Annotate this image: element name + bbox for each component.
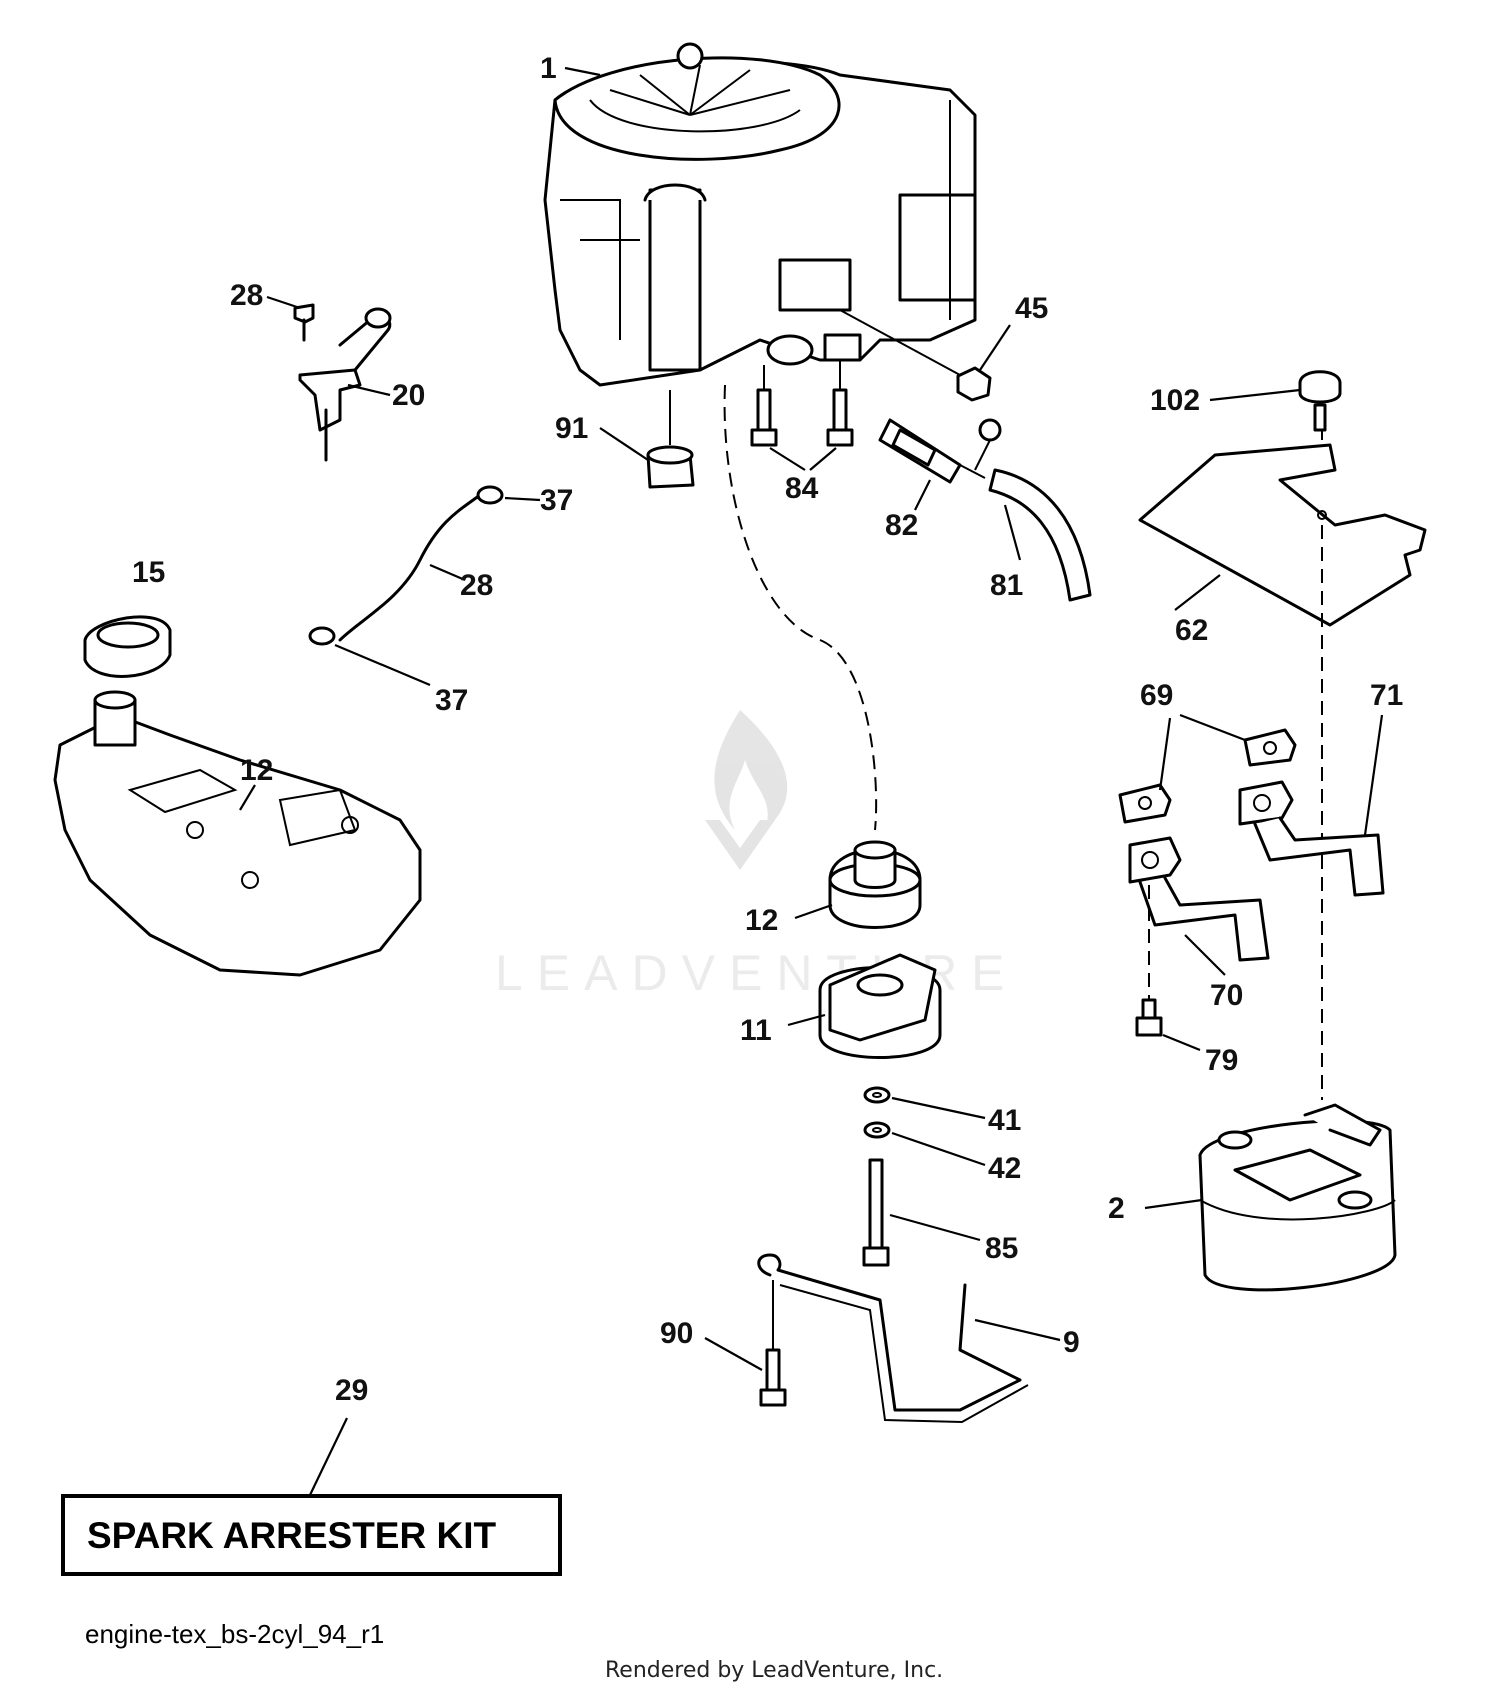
callout-12: 12	[745, 904, 778, 937]
screw-part-79[interactable]	[1135, 885, 1163, 1037]
leadventure-watermark: LEADVENTURE	[495, 710, 1005, 1001]
knob-part-102[interactable]	[1298, 370, 1342, 432]
screw-part-90[interactable]	[759, 1280, 787, 1407]
callout-1: 1	[540, 52, 557, 85]
callout-21: 28	[230, 279, 263, 312]
bolts-part-84[interactable]	[750, 360, 854, 447]
screw-part-21[interactable]	[293, 303, 315, 342]
spark-arrester-kit-label: SPARK ARRESTER KIT	[87, 1515, 496, 1556]
callout-9: 9	[1063, 1326, 1080, 1359]
callout-15: 12	[240, 754, 273, 787]
callout-20: 20	[392, 379, 425, 412]
callout-90: 90	[660, 1317, 693, 1350]
callout-69: 69	[1140, 679, 1173, 712]
callout-29: 29	[335, 1374, 368, 1407]
fuel-cap-part-18[interactable]	[83, 615, 172, 678]
callout-11: 11	[740, 1014, 772, 1047]
callout-42: 42	[988, 1152, 1021, 1185]
pulley-part-12[interactable]	[828, 840, 922, 929]
bolt-part-85[interactable]	[862, 1158, 890, 1267]
exhaust-pipe-part-71[interactable]	[1238, 780, 1385, 897]
callout-84: 84	[785, 472, 819, 505]
gasket-part-69[interactable]	[1118, 728, 1297, 824]
callout-45: 45	[1015, 292, 1048, 325]
hose-part-81[interactable]	[988, 468, 1092, 602]
callout-37-bottom: 37	[435, 684, 468, 717]
callout-18: 15	[132, 556, 165, 589]
callout-81: 81	[990, 569, 1023, 602]
throttle-control-part-20[interactable]	[298, 307, 392, 462]
callout-82: 82	[885, 509, 918, 542]
callout-91: 91	[555, 412, 588, 445]
callout-37-top: 37	[540, 484, 573, 517]
bracket-part-9[interactable]	[757, 1253, 1029, 1424]
callout-85: 85	[985, 1232, 1018, 1265]
washer-part-42[interactable]	[863, 1121, 891, 1139]
heat-shield-part-62[interactable]	[1138, 443, 1427, 627]
fuel-line-part-28[interactable]	[338, 493, 482, 642]
clutch-part-11[interactable]	[818, 953, 942, 1059]
callout-62: 62	[1175, 614, 1208, 647]
callout-79: 79	[1205, 1044, 1238, 1077]
bushing-part-91[interactable]	[646, 390, 695, 489]
fuel-tank-part-15[interactable]	[53, 690, 422, 977]
clamp-part-37-bottom[interactable]	[308, 626, 336, 646]
callout-2: 2	[1108, 1192, 1125, 1225]
callout-41: 41	[988, 1104, 1021, 1137]
clamp-part-37-top[interactable]	[476, 485, 504, 505]
washer-part-41[interactable]	[863, 1086, 891, 1104]
nut-part-45[interactable]	[956, 366, 992, 402]
engine-part-1[interactable]	[543, 42, 977, 387]
fuel-filter-part-82[interactable]	[878, 418, 1002, 484]
callout-71: 71	[1370, 679, 1403, 712]
callout-102: 102	[1150, 384, 1200, 417]
callout-70: 70	[1210, 979, 1243, 1012]
spark-arrester-kit-part-29[interactable]: SPARK ARRESTER KIT	[61, 1494, 562, 1576]
callout-28: 28	[460, 569, 493, 602]
exhaust-pipe-part-70[interactable]	[1128, 836, 1270, 962]
muffler-part-2[interactable]	[1198, 1103, 1397, 1292]
render-credit: Rendered by LeadVenture, Inc.	[605, 1658, 943, 1682]
drawing-code: engine-tex_bs-2cyl_94_r1	[85, 1619, 384, 1649]
